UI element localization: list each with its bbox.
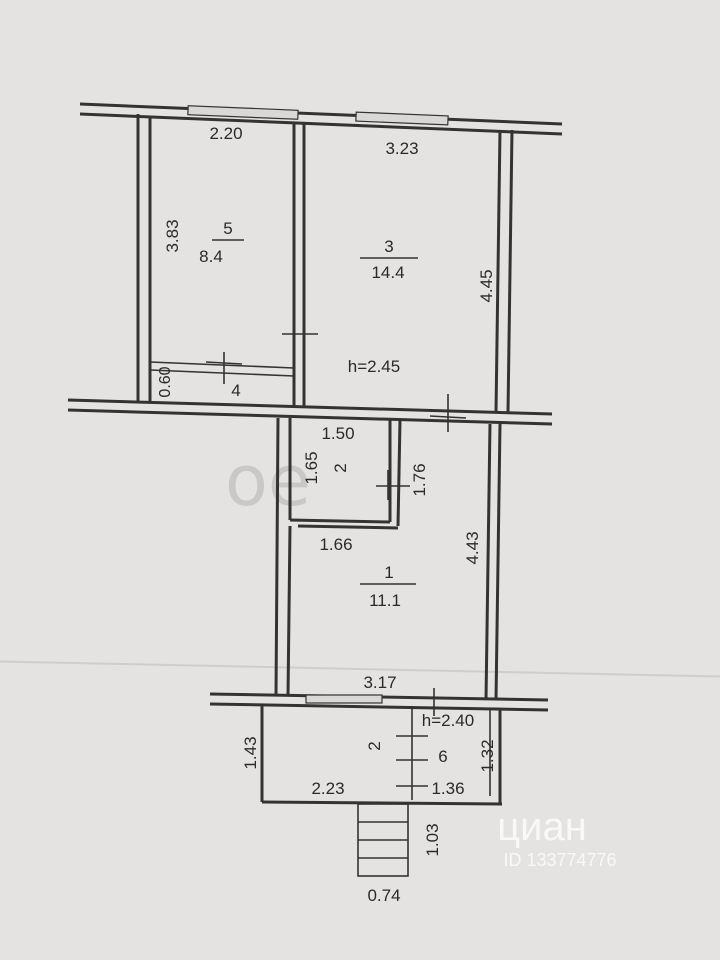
dim-room-3-depth: 4.45: [477, 269, 496, 302]
ghost-mark: ое: [225, 440, 311, 522]
middle-wall: [67, 398, 553, 416]
bottom-wall-inner: [209, 702, 549, 712]
dim-room-6-door: 1.36: [431, 779, 464, 798]
window-room-3: [355, 111, 449, 126]
door-room-1-leaf: [429, 415, 467, 419]
wall-room-2-bottom-outer: [297, 524, 399, 530]
room-5-number: 5: [223, 219, 232, 238]
dim-room-1-depth: 4.43: [463, 531, 482, 564]
dim-room-2-side: 1.76: [410, 463, 429, 496]
window-room-1: [305, 694, 383, 704]
room-3-number: 3: [384, 237, 393, 256]
dim-steps-width: 0.74: [367, 886, 400, 905]
dim-room-1-width-bottom: 3.17: [363, 673, 396, 692]
wall-room-1-left-inner: [286, 525, 292, 697]
top-wall: [79, 102, 563, 136]
wall-room-2-right-outer: [396, 419, 402, 527]
dim-room-5-depth: 3.83: [163, 219, 182, 252]
ceiling-height-main: h=2.45: [348, 357, 400, 376]
wall-room-1-right-outer: [494, 423, 502, 701]
wall-room-6-bottom: [261, 800, 503, 806]
room-1-number: 1: [384, 563, 393, 582]
wall-right-room-3-outer: [506, 129, 514, 413]
entrance-steps: [357, 803, 409, 877]
partition-room-4-inner: [149, 369, 295, 377]
dim-room-2-depth: 1.65: [302, 451, 321, 484]
door-room-4-leaf: [205, 361, 243, 365]
watermark-id: ID 133774776: [503, 850, 616, 870]
room-6-mark: 2: [365, 741, 384, 750]
room-4-number: 4: [231, 381, 240, 400]
dim-room-6-side: 1.32: [478, 739, 497, 772]
dim-room-2-width: 1.50: [321, 424, 354, 443]
dim-room-3-width: 3.23: [385, 139, 418, 158]
dim-room-4-depth: 0.60: [157, 366, 174, 397]
wall-room-1-left: [274, 417, 280, 697]
middle-wall-inner: [67, 408, 553, 426]
window-room-5: [187, 105, 299, 120]
room-1-area: 11.1: [369, 591, 401, 610]
dim-steps-depth: 1.03: [423, 823, 442, 856]
partition-room-4: [149, 361, 295, 369]
wall-room-2-bottom: [289, 518, 391, 524]
dim-room-1-width-top: 1.66: [319, 535, 352, 554]
room-3-area: 14.4: [371, 263, 404, 282]
watermark-brand: циан: [497, 805, 587, 849]
wall-right-room-3: [494, 129, 502, 413]
room-6-number: 6: [438, 747, 447, 766]
ceiling-height-porch: h=2.40: [422, 711, 474, 730]
room-2-number: 2: [331, 463, 350, 472]
dim-room-6-depth: 1.43: [241, 736, 260, 769]
wall-room-1-right: [484, 423, 492, 701]
room-5-area: 8.4: [199, 247, 223, 266]
dim-room-6-width: 2.23: [311, 779, 344, 798]
dim-room-5-width: 2.20: [209, 124, 242, 143]
